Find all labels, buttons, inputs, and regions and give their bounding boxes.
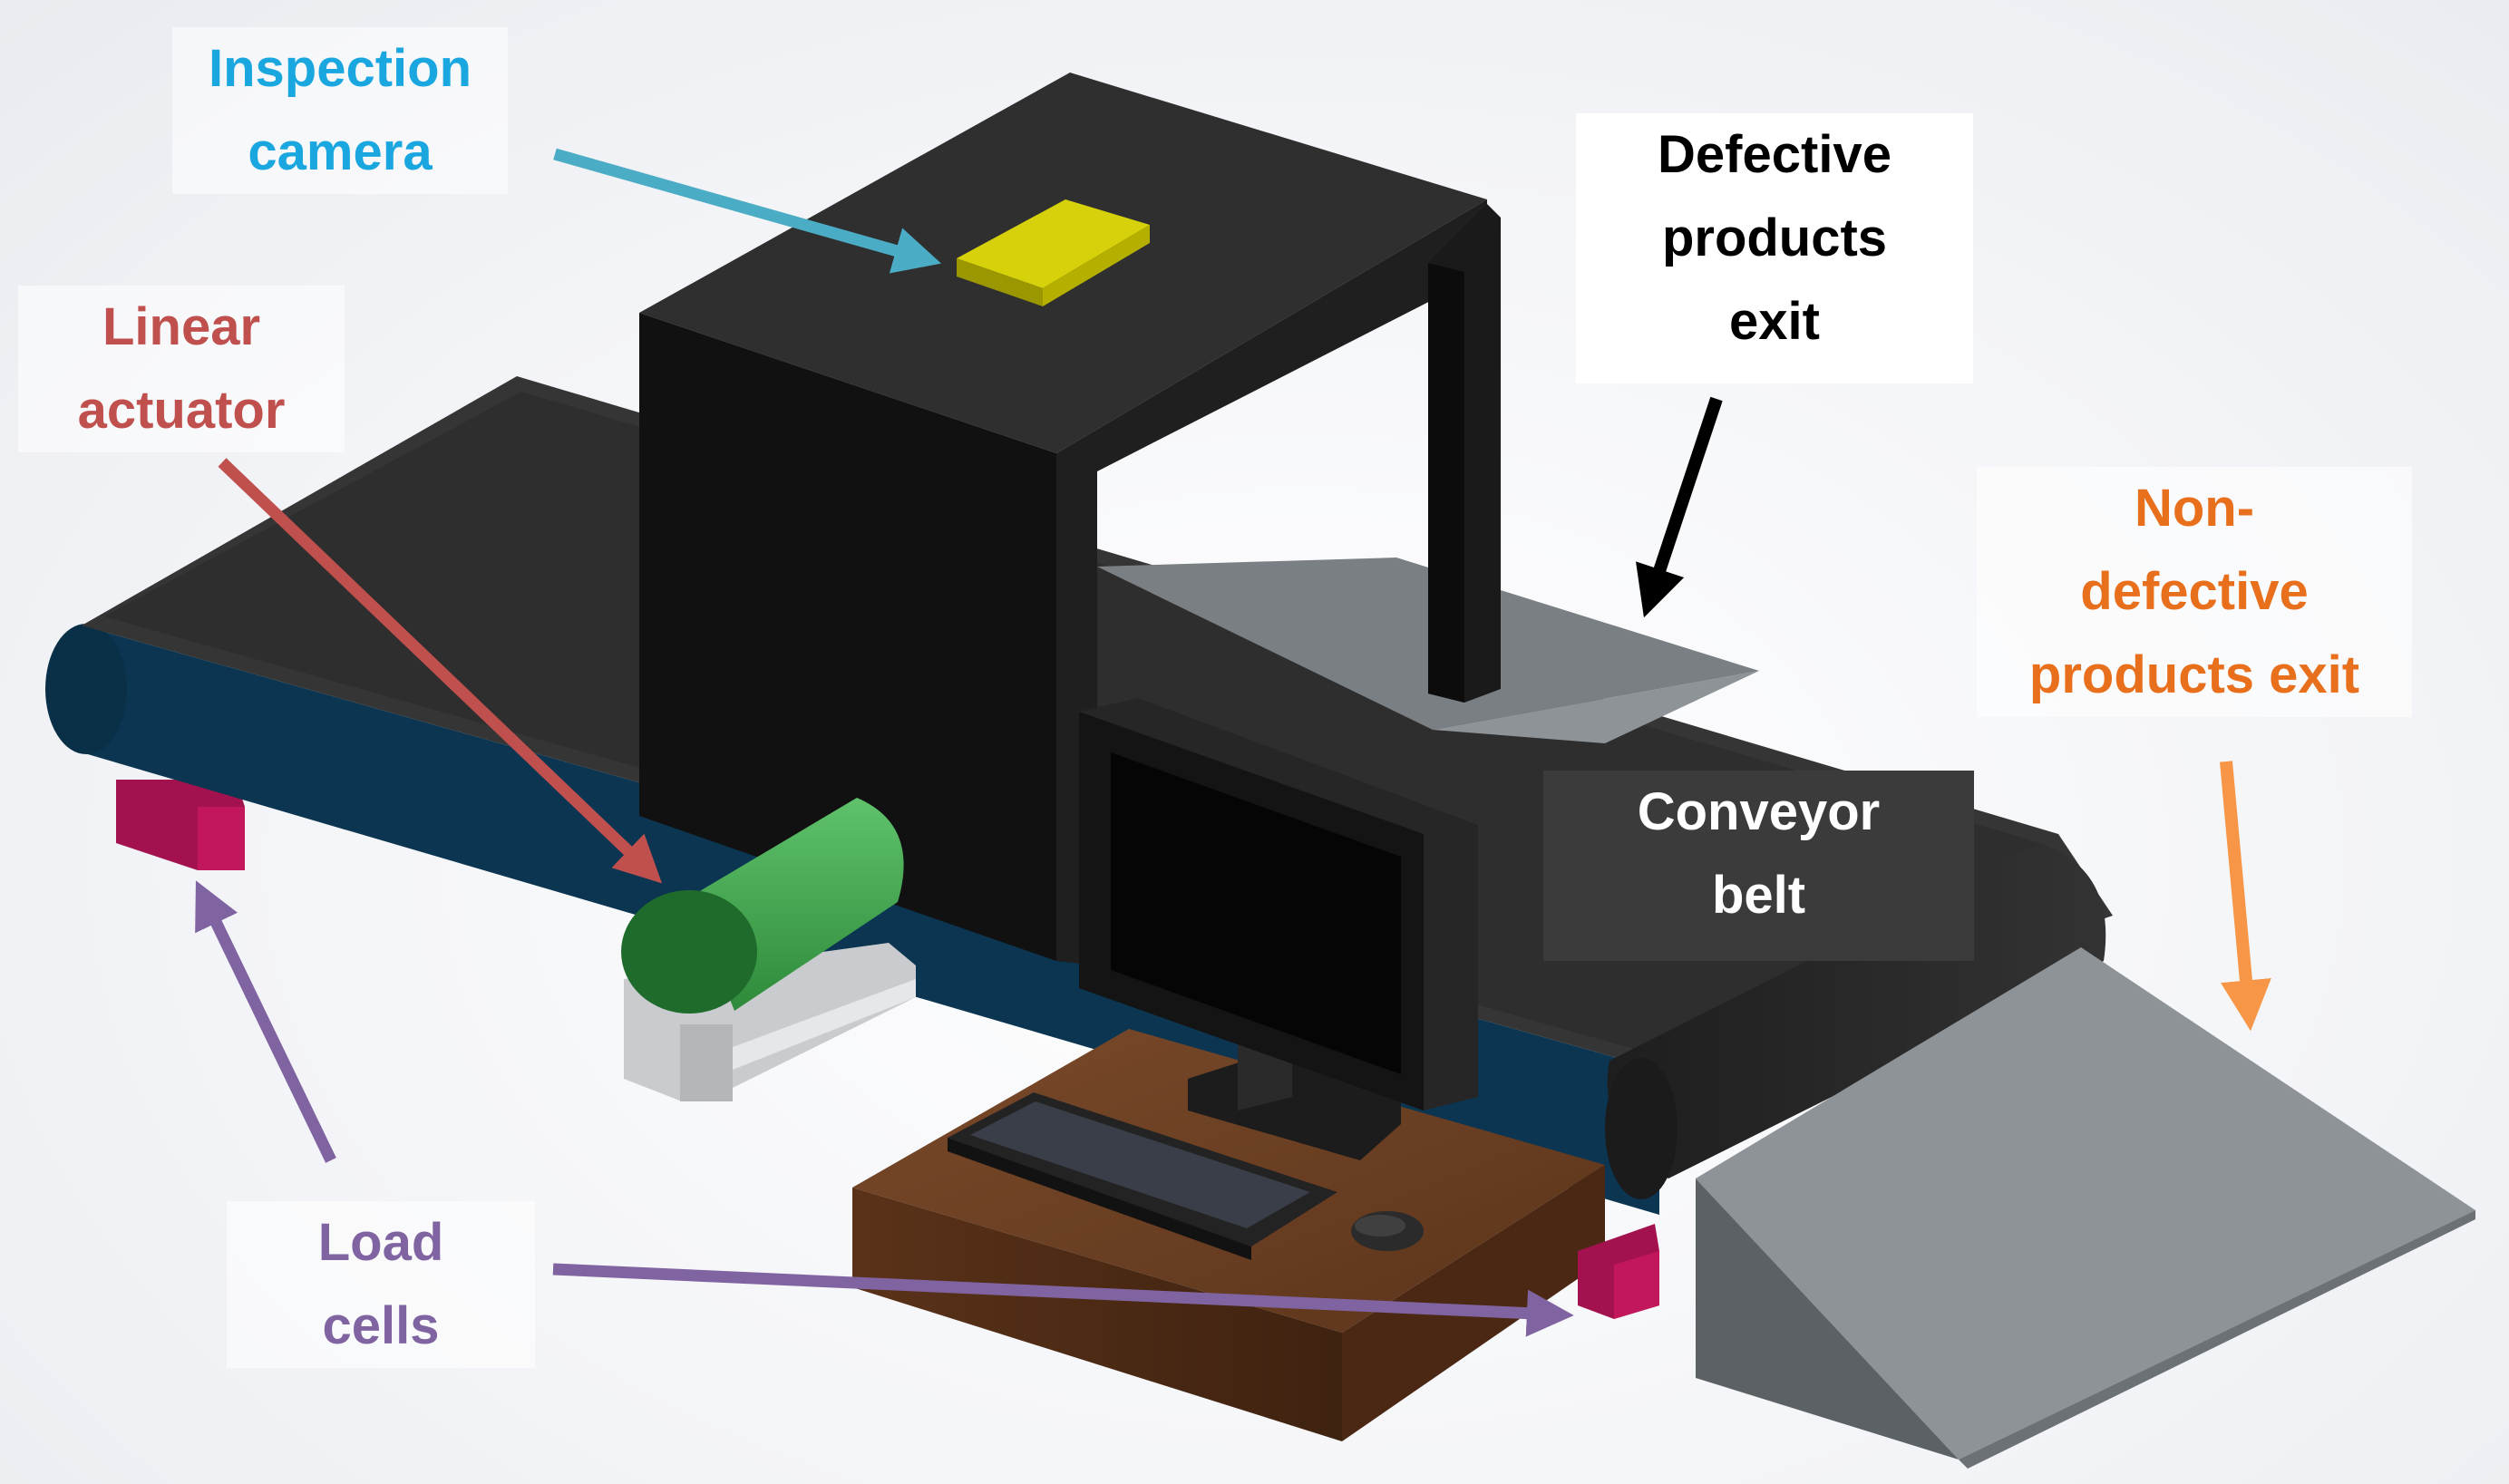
defective-exit-label: Defective products exit: [1576, 113, 1973, 383]
conveyor-belt-label: Conveyor belt: [1543, 771, 1974, 961]
load-cell-arrow-left: [195, 880, 336, 1163]
non-defective-exit-label: Non- defective products exit: [1977, 467, 2412, 717]
camera-arrow: [553, 148, 942, 274]
non-defective-exit-ramp: [1696, 947, 2475, 1469]
mouse: [1351, 1211, 1424, 1251]
linear-actuator-device: [621, 798, 916, 1101]
computer-monitor: [1079, 698, 1478, 1160]
load-cells-label: Load cells: [227, 1201, 535, 1368]
load-cell-right: [1578, 1224, 1659, 1319]
non-defective-exit-arrow: [2220, 761, 2271, 1032]
load-cell-arrow-right: [552, 1263, 1574, 1337]
inspection-camera-label: Inspection camera: [172, 27, 508, 194]
actuator-arrow: [218, 458, 663, 884]
keyboard: [948, 1092, 1337, 1260]
inspection-camera-device: [957, 199, 1150, 306]
load-cell-left: [116, 780, 245, 870]
defective-exit-arrow: [1636, 396, 1723, 618]
linear-actuator-label: Linear actuator: [18, 286, 345, 452]
